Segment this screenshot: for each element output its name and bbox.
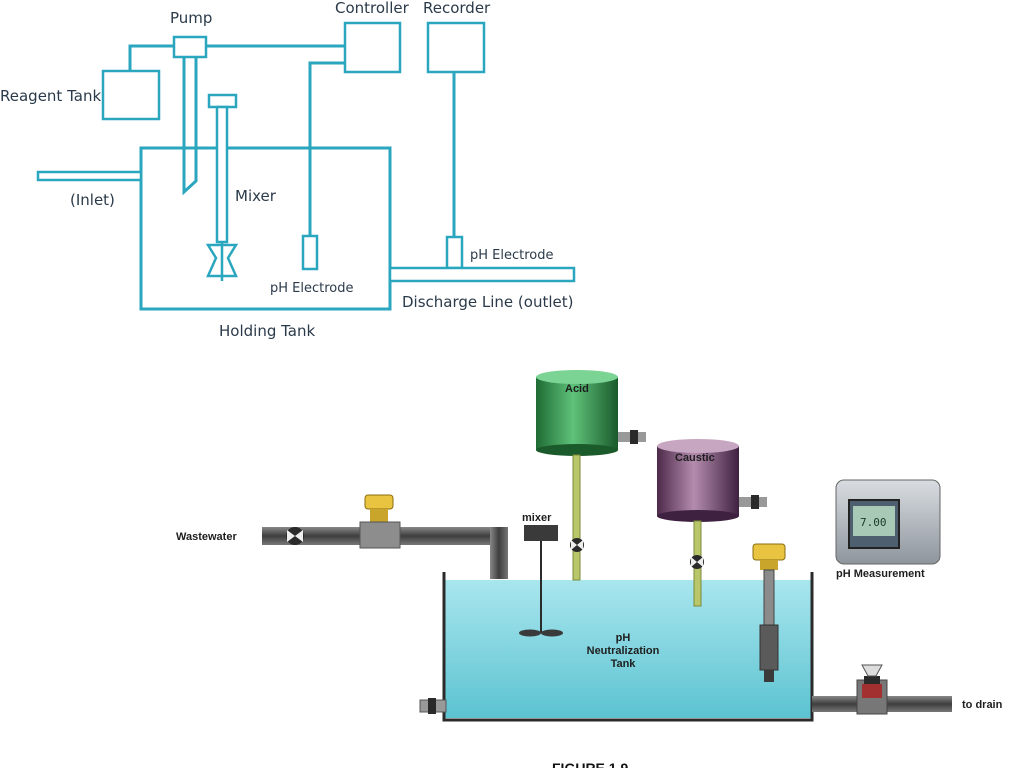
controller-electrode-line [308, 61, 345, 236]
tank-water [444, 580, 812, 718]
acid-feed-line [572, 454, 581, 581]
bottom-illustration: Acid Caustic mixer [176, 370, 1003, 722]
inlet-pipe [36, 170, 143, 182]
pump-dosing-pipe [182, 57, 198, 196]
reagent-tank-label: Reagent Tank [0, 87, 101, 105]
figure-caption: FIGURE 1.9 [552, 760, 628, 768]
acid-label: Acid [565, 383, 589, 395]
wastewater-label: Wastewater [176, 531, 237, 543]
caustic-label: Caustic [675, 452, 715, 464]
tank-label-line2: Neutralization [587, 645, 660, 657]
to-drain-label: to drain [962, 699, 1003, 711]
acid-valve-icon [570, 538, 584, 552]
inlet-label: (Inlet) [70, 191, 115, 209]
tank-label-line3: Tank [611, 658, 637, 670]
recorder-box [426, 21, 486, 74]
inlet-flow-meter-icon [359, 494, 401, 549]
ph-probe-icon [752, 543, 786, 682]
mixer-blades-icon [519, 629, 563, 637]
outlet-ph-electrode [445, 235, 464, 270]
inlet-valve-icon [286, 527, 304, 545]
mixer-label: Mixer [235, 187, 277, 205]
ph-measurement-label: pH Measurement [836, 568, 925, 580]
acid-tank [536, 370, 646, 456]
recorder-label: Recorder [423, 0, 491, 17]
tank-walls [442, 572, 814, 722]
tank-ph-electrode [301, 234, 319, 271]
controller-label: Controller [335, 0, 410, 17]
reagent-tank-box [101, 69, 161, 121]
pump-reagent-line [128, 44, 174, 71]
controller-box [343, 21, 402, 74]
mixer-label: mixer [522, 512, 552, 524]
caustic-tank [657, 439, 767, 522]
pump-box [172, 35, 208, 59]
holding-tank-box [139, 146, 392, 311]
mixer-impeller [205, 243, 239, 278]
mixer-shaft [215, 105, 229, 244]
top-schematic: Pump Controller Recorder Reagent Tank (I… [0, 0, 576, 340]
ph-meter-display: 7.00 [860, 516, 887, 529]
wastewater-pipe-down [490, 527, 508, 579]
holding-tank-label: Holding Tank [219, 322, 315, 340]
discharge-line [388, 266, 576, 283]
ph-meter-icon [835, 479, 941, 565]
mixer-motor-box [524, 525, 558, 541]
tank-drain-fitting-icon [419, 698, 447, 714]
tank-label-line1: pH [616, 632, 631, 644]
caustic-valve-icon [690, 555, 704, 569]
pump-label: Pump [170, 9, 212, 27]
tank-ph-electrode-label: pH Electrode [270, 281, 354, 296]
mixer-motor [207, 93, 238, 109]
outlet-ph-electrode-label: pH Electrode [470, 248, 554, 263]
discharge-line-label: Discharge Line (outlet) [402, 293, 573, 311]
drain-valve-icon [856, 664, 888, 715]
